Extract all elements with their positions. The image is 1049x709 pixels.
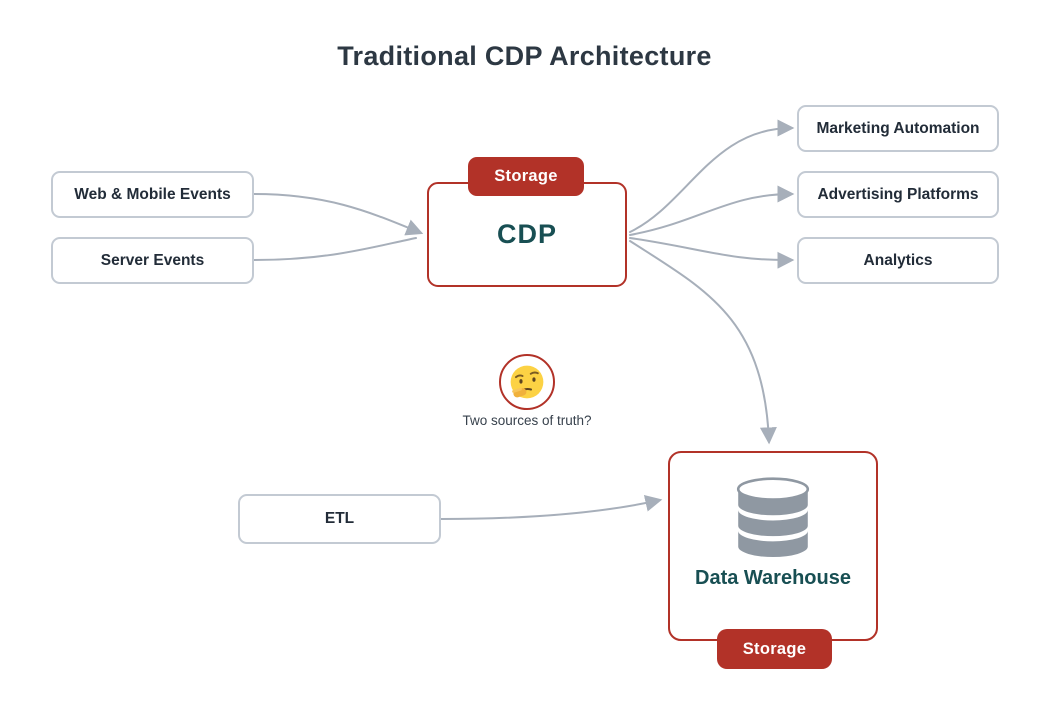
node-label: ETL: [324, 510, 355, 527]
node-web-mobile-events: Web & Mobile Events: [51, 171, 254, 218]
arrow-cdp-to-analytics: [629, 237, 795, 269]
badge-label: Storage: [742, 639, 807, 658]
arrow-cdp-to-marketing-automation: [629, 119, 795, 233]
node-data-warehouse: Data Warehouse: [668, 451, 878, 641]
database-icon: [736, 477, 810, 557]
node-marketing-automation: Marketing Automation: [797, 105, 999, 152]
warehouse-storage-badge: Storage: [717, 629, 832, 669]
thinking-face-icon: [510, 365, 544, 399]
question-bubble: [499, 354, 555, 410]
node-label: Marketing Automation: [816, 119, 980, 137]
node-label: Advertising Platforms: [817, 185, 979, 203]
badge-label: Storage: [494, 167, 558, 185]
node-analytics: Analytics: [797, 237, 999, 284]
node-cdp: CDP: [427, 182, 627, 287]
arrow-server-events-to-cdp: [253, 237, 417, 261]
node-label: Analytics: [863, 251, 933, 269]
arrow-cdp-to-advertising-platforms: [629, 185, 795, 236]
question-caption: Two sources of truth?: [462, 413, 592, 428]
arrow-web-events-to-cdp: [253, 193, 424, 236]
node-label: Server Events: [100, 251, 205, 269]
node-advertising-platforms: Advertising Platforms: [797, 171, 999, 218]
arrow-etl-to-data-warehouse: [440, 494, 663, 520]
arrow-cdp-to-data-warehouse: [629, 240, 777, 445]
cdp-storage-badge: Storage: [468, 157, 584, 196]
cdp-label: CDP: [496, 219, 557, 249]
node-label: Web & Mobile Events: [74, 185, 231, 203]
diagram-title: Traditional CDP Architecture: [337, 41, 712, 71]
node-etl: ETL: [238, 494, 441, 544]
data-warehouse-label: Data Warehouse: [695, 567, 851, 589]
node-server-events: Server Events: [51, 237, 254, 284]
